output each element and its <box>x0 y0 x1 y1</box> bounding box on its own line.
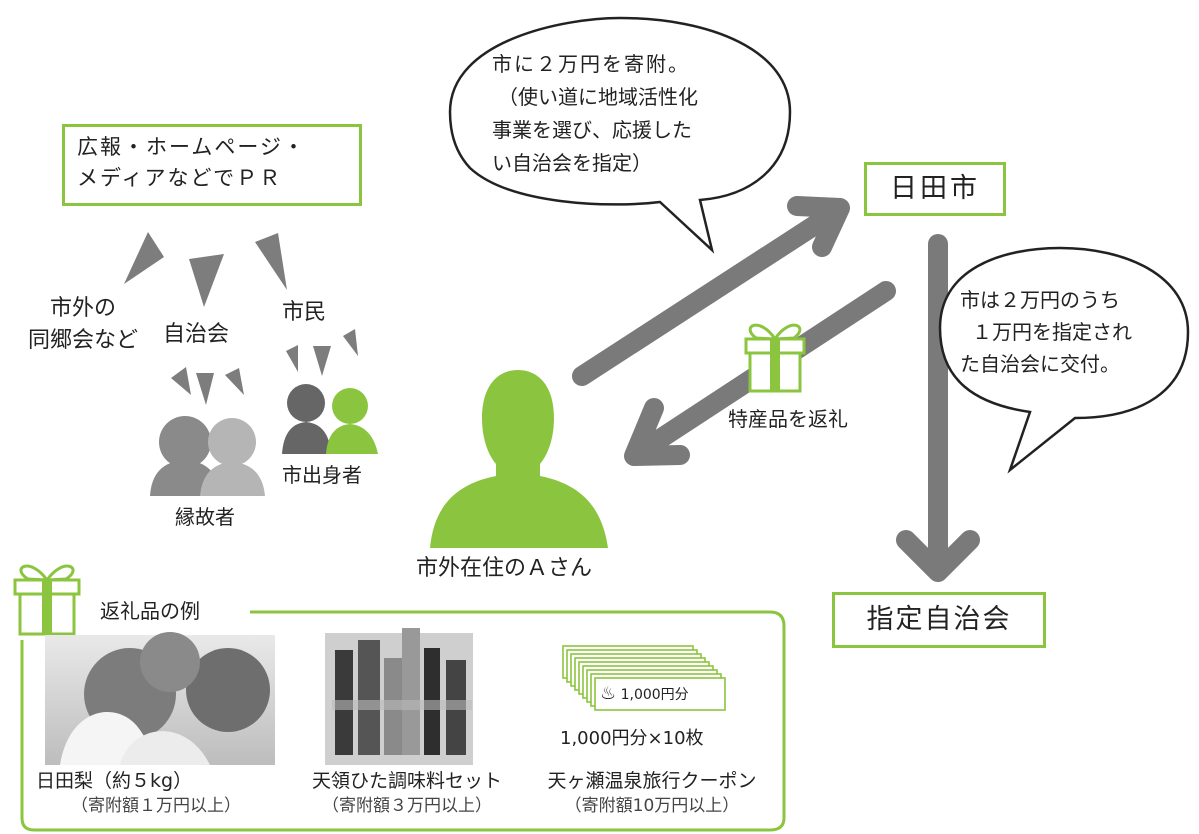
person-a-label: 市外在住のＡさん <box>416 556 593 581</box>
pr-box-line2: メディアなどでＰＲ <box>77 165 283 190</box>
examples-gift-icon <box>13 564 81 636</box>
seasoning-set-photo <box>325 628 473 765</box>
bubble-left-line4: い自治会を指定） <box>492 151 652 175</box>
speech-bubble-left <box>448 16 792 254</box>
example-item-coupon-amount: （寄附額10万円以上） <box>564 796 740 817</box>
example-item-seasoning: 天領ひた調味料セット （寄附額３万円以上） <box>287 770 527 816</box>
coupon-count: 1,000円分×10枚 <box>560 728 704 749</box>
coupon-face-value: 1,000円分 <box>620 687 689 703</box>
bubble-left-line1: 市に２万円を寄附。 <box>492 52 690 76</box>
onsen-coupon-icon <box>562 645 726 711</box>
pr-box: 広報・ホームページ・ メディアなどでＰＲ <box>62 124 362 206</box>
examples-title: 返礼品の例 <box>100 599 200 623</box>
onsen-mark-icon: ♨ <box>600 683 617 704</box>
bubble-right-text: 市は２万円のうち １万円を指定され た自治会に交付。 <box>960 284 1132 380</box>
group-kyodokai: 市外の 同郷会など <box>18 296 148 354</box>
designated-label: 指定自治会 <box>866 604 1012 635</box>
pr-box-line1: 広報・ホームページ・ <box>77 135 306 159</box>
example-item-pear: 日田梨（約５kg） （寄附額１万円以上） <box>36 770 276 816</box>
bubble-right-line1: 市は２万円のうち <box>960 288 1120 312</box>
example-item-seasoning-amount: （寄附額３万円以上） <box>322 796 492 817</box>
bubble-left-line2: （使い道に地域活性化 <box>498 85 698 109</box>
hometown-people-silhouette <box>282 384 378 454</box>
bubble-right-line3: た自治会に交付。 <box>960 352 1120 376</box>
relatives-silhouette <box>150 416 265 496</box>
examples-frame <box>20 610 786 832</box>
example-item-coupon-name: 天ヶ瀬温泉旅行クーポン <box>547 770 757 792</box>
city-box: 日田市 <box>864 162 1006 216</box>
pears-photo <box>45 632 275 765</box>
example-item-pear-name: 日田梨（約５kg） <box>36 770 193 792</box>
group-kyodokai-line2: 同郷会など <box>27 327 138 353</box>
designated-box: 指定自治会 <box>832 592 1046 648</box>
group-shusshinsha: 市出身者 <box>282 463 362 487</box>
group-kyodokai-line1: 市外の <box>49 296 116 321</box>
bubble-left-text: 市に２万円を寄附。 （使い道に地域活性化 事業を選び、応援した い自治会を指定） <box>492 48 698 180</box>
person-a-silhouette <box>430 370 608 548</box>
group-enkosha: 縁故者 <box>175 505 235 529</box>
bubble-right-line2: １万円を指定され <box>972 320 1132 344</box>
gift-return-label: 特産品を返礼 <box>728 407 848 431</box>
example-item-seasoning-name: 天領ひた調味料セット <box>311 770 502 792</box>
gift-box-icon <box>744 323 806 393</box>
bubble-left-line3: 事業を選び、応援した <box>492 118 692 142</box>
pr-pointer-triangles <box>124 232 358 405</box>
example-item-coupon: 天ヶ瀬温泉旅行クーポン （寄附額10万円以上） <box>527 770 777 816</box>
city-label: 日田市 <box>890 173 980 204</box>
example-item-pear-amount: （寄附額１万円以上） <box>71 796 241 817</box>
group-shimin: 市民 <box>282 300 327 325</box>
coupon-face: ♨ 1,000円分 <box>600 683 689 704</box>
group-jichikai: 自治会 <box>163 322 230 347</box>
speech-bubble-right <box>938 246 1190 474</box>
